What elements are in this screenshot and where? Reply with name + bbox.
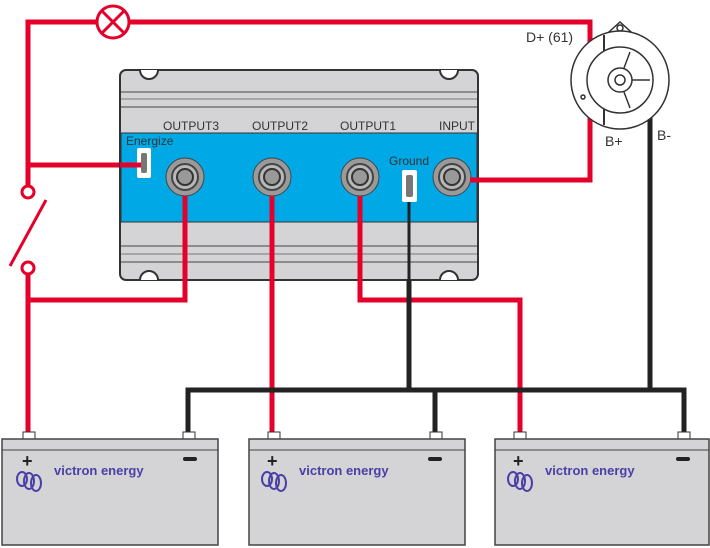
negative-terminal-icon <box>428 457 442 461</box>
negative-terminal-icon <box>676 457 690 461</box>
terminal-label-input: INPUT <box>439 119 476 133</box>
victron-logo-icon <box>16 471 42 492</box>
energize-terminal <box>137 148 151 178</box>
battery-1: + victron energy <box>1 431 219 546</box>
b-minus-label: B- <box>657 127 671 143</box>
terminal-label-output1: OUTPUT1 <box>340 119 396 133</box>
lamp-icon <box>95 4 131 40</box>
battery-brand: victron energy <box>545 463 635 478</box>
wire-stubs <box>120 162 480 282</box>
positive-terminal-icon: + <box>22 451 33 471</box>
stud-input <box>432 157 472 197</box>
battery-brand: victron energy <box>54 463 144 478</box>
stud-output3 <box>165 157 205 197</box>
negative-terminal-icon <box>183 457 197 461</box>
ground-terminal <box>402 170 417 202</box>
stud-output2 <box>252 157 292 197</box>
input-wire <box>470 105 593 183</box>
b-plus-label: B+ <box>605 133 623 149</box>
d-plus-wire <box>25 19 593 190</box>
stud-output1 <box>340 157 380 197</box>
terminal-label-output2: OUTPUT2 <box>252 119 308 133</box>
battery-isolator: OUTPUT3 OUTPUT2 OUTPUT1 INPUT Energize G… <box>119 69 479 281</box>
positive-terminal-icon: + <box>513 451 524 471</box>
alternator <box>570 20 670 130</box>
victron-logo-icon <box>507 471 533 492</box>
positive-terminal-icon: + <box>267 451 278 471</box>
energize-label: Energize <box>126 134 174 148</box>
victron-logo-icon <box>261 471 287 492</box>
ground-label: Ground <box>389 154 429 168</box>
terminal-label-output3: OUTPUT3 <box>163 119 219 133</box>
battery-2: + victron energy <box>248 431 466 546</box>
battery-3: + victron energy <box>494 431 710 546</box>
switch-icon[interactable] <box>8 184 48 276</box>
d-plus-label: D+ (61) <box>526 29 573 45</box>
battery-brand: victron energy <box>299 463 389 478</box>
